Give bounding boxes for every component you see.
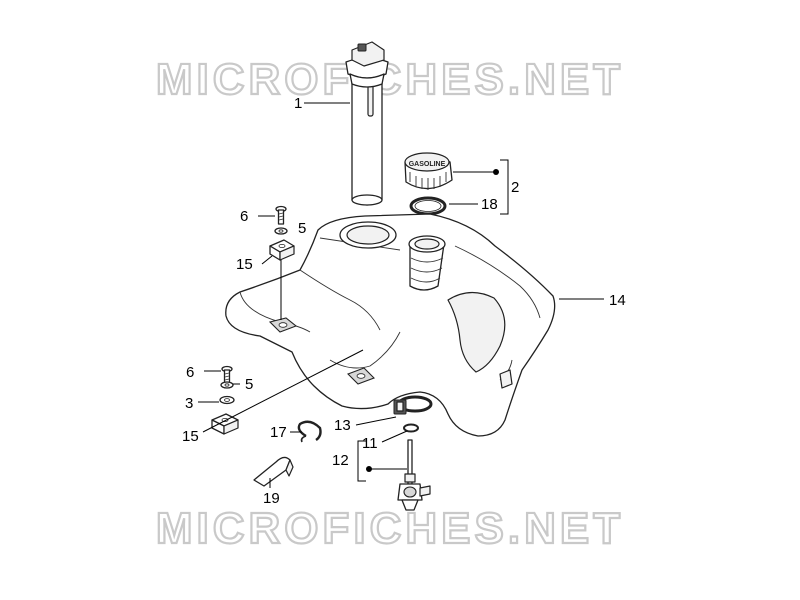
- watermark-top: MICROFICHES.NET: [156, 55, 624, 104]
- svg-text:GASOLINE: GASOLINE: [409, 161, 446, 168]
- fuel-tank: [225, 213, 556, 437]
- hose-clamp: [393, 395, 433, 415]
- callout-18: 18: [481, 196, 498, 213]
- callout-11: 11: [362, 435, 378, 452]
- callout-13: 13: [334, 417, 351, 434]
- callout-3: 3: [185, 395, 193, 412]
- callout-15-upper: 15: [236, 256, 253, 273]
- callout-12: 12: [332, 452, 349, 469]
- o-ring-gasket: [409, 196, 447, 216]
- hose-clip: [297, 420, 322, 443]
- fuel-tap: [397, 439, 431, 511]
- callout-14: 14: [609, 292, 626, 309]
- callout-labels: 1 2 18 14 6 5 15 6 5 3 15 17 13 11 12 19: [182, 95, 626, 507]
- callout-2: 2: [511, 179, 519, 196]
- fuel-cap: GASOLINE: [404, 152, 453, 190]
- callout-6-upper: 6: [240, 208, 248, 225]
- callout-15-lower: 15: [182, 428, 199, 445]
- callout-5-upper: 5: [298, 220, 306, 237]
- hose-bracket: [253, 456, 294, 487]
- leader-lines: [198, 102, 604, 488]
- upper-mount-hardware: [269, 205, 295, 261]
- watermark-bottom: MICROFICHES.NET: [156, 504, 624, 553]
- callout-1: 1: [294, 95, 302, 112]
- callout-6-lower: 6: [186, 364, 194, 381]
- callout-5-lower: 5: [245, 376, 253, 393]
- fuel-level-sender: [345, 41, 389, 206]
- callout-19: 19: [263, 490, 280, 507]
- valve-washer: [403, 423, 419, 433]
- lower-mount-hardware: [211, 365, 239, 435]
- callout-17: 17: [270, 424, 287, 441]
